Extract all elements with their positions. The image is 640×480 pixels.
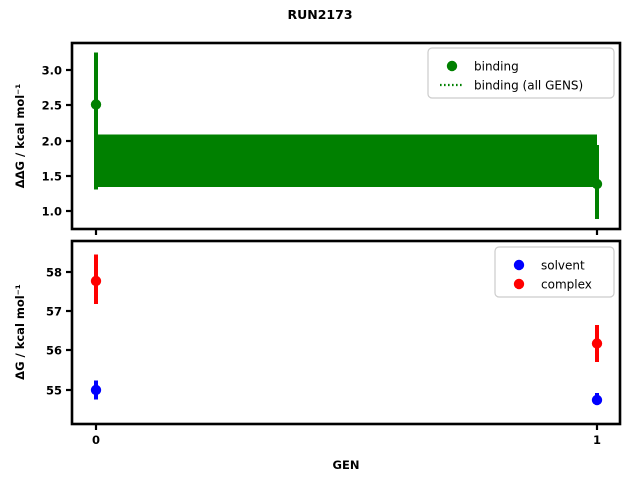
top-y-axis-label: ΔΔG / kcal mol⁻¹ [13,84,27,189]
bottom-ytick-55: 55 [46,384,62,398]
datapoint-complex-gen0 [90,275,102,287]
top-panel: 3.0 2.5 2.0 1.5 1.0 ΔΔG / kcal mol⁻¹ bin… [13,41,622,235]
figure-title: RUN2173 [287,7,352,22]
legend-marker-dot-icon [446,60,458,72]
bottom-legend-item-solvent[interactable]: solvent [513,259,585,273]
datapoint-binding-gen1 [591,178,603,190]
legend-marker-dot-complex-icon [513,278,525,290]
top-y-ticklabels: 3.0 2.5 2.0 1.5 1.0 [42,64,62,219]
top-all-gens-band [96,134,597,187]
bottom-y-ticklabels: 58 57 56 55 [46,266,62,398]
bottom-y-ticks [66,270,72,392]
top-legend-label-binding: binding [474,60,519,74]
top-legend-box [427,47,615,99]
bottom-ytick-56: 56 [46,344,62,358]
top-ytick-2-0: 2.0 [42,135,62,149]
bottom-xtick-0: 0 [92,433,100,447]
bottom-x-ticks [94,424,599,430]
top-axes-frame [70,41,622,231]
bottom-legend-item-complex[interactable]: complex [513,278,592,292]
top-legend[interactable]: binding binding (all GENS) [427,47,615,99]
top-ytick-3-0: 3.0 [42,64,62,78]
top-series-binding [90,52,603,219]
datapoint-binding-gen0 [90,99,102,110]
datapoint-complex-gen1 [591,338,603,349]
datapoint-solvent-gen1 [591,394,603,406]
top-ytick-1-0: 1.0 [42,205,62,219]
bottom-axes-frame [70,239,622,426]
bottom-legend-label-solvent: solvent [541,259,585,273]
bottom-legend-box [494,246,615,298]
bottom-xtick-1: 1 [593,433,601,447]
top-legend-item-binding[interactable]: binding [446,60,519,74]
top-y-ticks [66,68,72,213]
bottom-ytick-58: 58 [46,266,62,280]
legend-marker-dot-solvent-icon [513,259,525,271]
bottom-panel: 58 57 56 55 0 1 ΔG / kcal mol⁻¹ GEN solv… [13,239,622,472]
bottom-x-ticklabels: 0 1 [92,433,601,447]
datapoint-solvent-gen0 [90,384,102,396]
top-legend-label-all-gens: binding (all GENS) [474,79,583,93]
bottom-legend-label-complex: complex [541,278,592,292]
bottom-ytick-57: 57 [46,305,62,319]
bottom-x-axis-label: GEN [333,458,360,472]
top-x-ticks [94,229,599,235]
bottom-legend[interactable]: solvent complex [494,246,615,298]
top-legend-item-binding-all-gens[interactable]: binding (all GENS) [440,79,583,93]
top-ytick-2-5: 2.5 [42,99,62,113]
bottom-series-group [90,254,603,406]
bottom-y-axis-label: ΔG / kcal mol⁻¹ [13,284,27,380]
top-ytick-1-5: 1.5 [42,170,62,184]
